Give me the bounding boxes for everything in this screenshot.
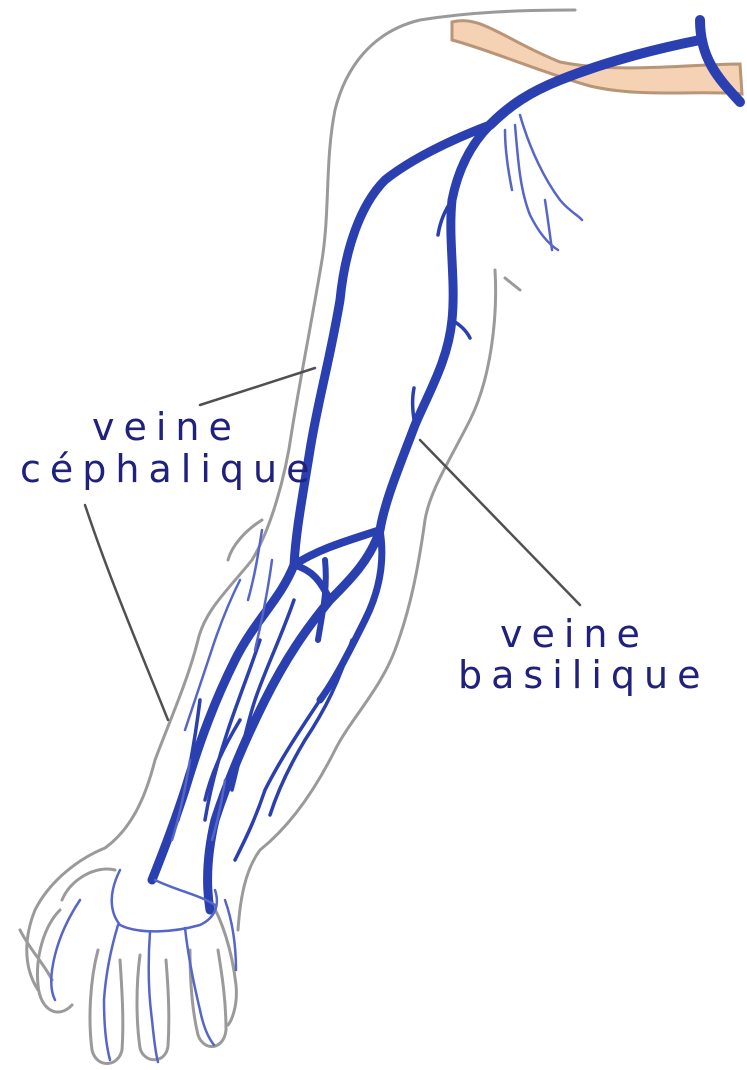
label-basilic-line1: veine xyxy=(500,615,649,653)
leader-basilic xyxy=(420,440,580,605)
leader-cephalic-lower xyxy=(85,505,168,720)
minor-veins xyxy=(178,152,470,860)
fine-veins xyxy=(51,115,582,1062)
label-cephalic-line2: céphalique xyxy=(20,450,318,488)
label-basilic-line2: basilique xyxy=(458,656,709,694)
cephalic-vein xyxy=(152,125,490,880)
label-cephalic-line1: veine xyxy=(92,408,241,446)
